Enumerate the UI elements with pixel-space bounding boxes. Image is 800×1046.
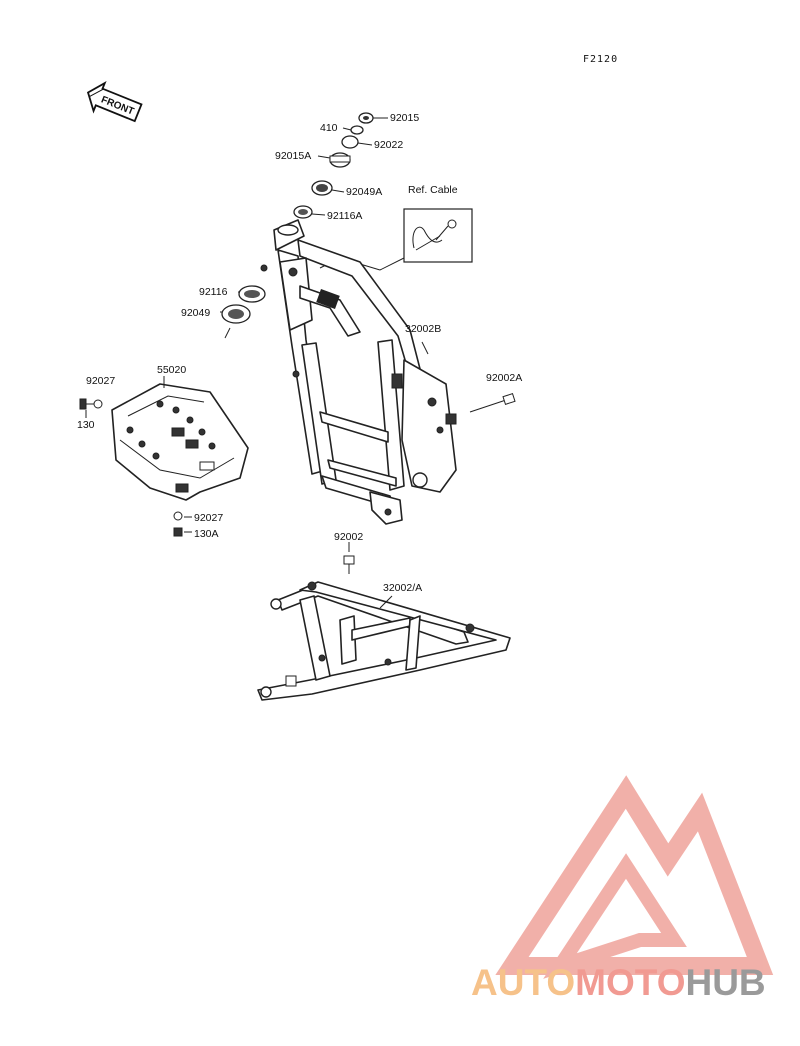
part-label: 92002	[334, 531, 363, 543]
part-label: 130A	[194, 528, 219, 540]
part-label: 92049A	[346, 186, 382, 198]
part-label: 92116	[199, 286, 228, 298]
watermark-part-moto: MOTO	[575, 962, 685, 1003]
skid-plate	[111, 383, 249, 501]
part-label: 92015	[390, 112, 419, 124]
leader-lines-upper	[220, 117, 388, 313]
part-label: 92116A	[327, 210, 362, 222]
main-frame	[260, 219, 457, 525]
part-labels: 92015 410 92022 92015A 92049A 92116A 921…	[77, 112, 522, 594]
part-label: 410	[320, 122, 338, 134]
bolt-92002a	[421, 341, 516, 413]
part-label: 130	[77, 419, 95, 431]
part-label: 55020	[157, 364, 186, 376]
watermark-text: AUTOMOTOHUB	[471, 962, 766, 1003]
ref-cable-box	[319, 208, 473, 271]
part-label: 32002B	[405, 323, 441, 335]
bolt-92002	[343, 542, 355, 574]
part-label: 92022	[374, 139, 403, 151]
watermark-logo-icon	[495, 775, 774, 979]
front-arrow-icon: FRONT	[86, 81, 143, 123]
ref-cable-label: Ref. Cable	[408, 184, 458, 196]
lower-bearings	[221, 285, 266, 339]
part-label: 92015A	[275, 150, 311, 162]
watermark-part-auto: AUTO	[471, 962, 575, 1003]
part-label: 92002A	[486, 372, 522, 384]
fasteners-left	[79, 376, 192, 537]
part-label: 92027	[194, 512, 223, 524]
diagram-code: F2120	[583, 54, 618, 65]
watermark-part-hub: HUB	[685, 962, 765, 1003]
part-label: 92049	[181, 307, 210, 319]
sub-frame	[257, 581, 511, 701]
steering-stack	[293, 112, 374, 219]
part-label: 92027	[86, 375, 115, 387]
part-label: 32002/A	[383, 582, 422, 594]
